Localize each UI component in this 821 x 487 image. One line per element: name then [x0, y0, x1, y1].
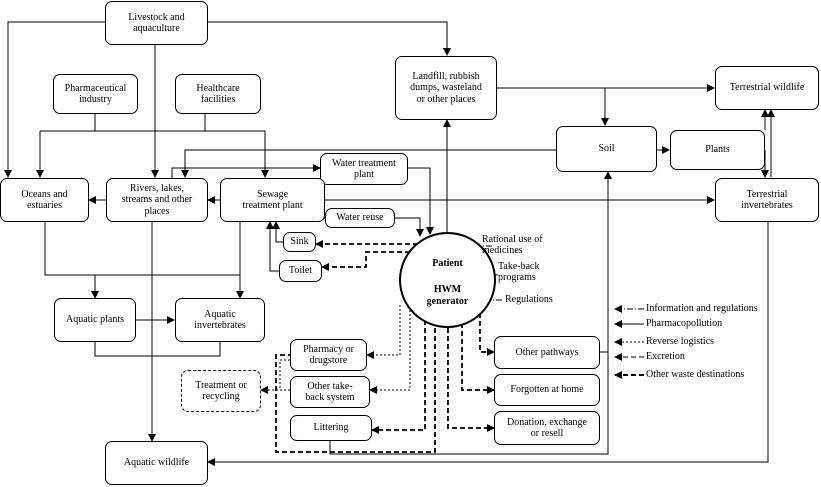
- pharmacopollution-arrow: [329, 352, 609, 455]
- node-treatment-recycling: Treatment or recycling: [181, 370, 261, 412]
- generator-subtitle: HWM generator: [426, 284, 469, 307]
- node-sewage: Sewage treatment plant: [220, 178, 325, 222]
- pharmacopollution-arrow: [171, 164, 321, 178]
- patient-hwm-generator: Patient HWM generator: [399, 232, 496, 328]
- node-other-pathways: Other pathways: [494, 336, 600, 369]
- node-other-takeback: Other take- back system: [290, 376, 370, 408]
- node-toilet: Toilet: [279, 260, 322, 282]
- node-donation: Donation, exchange or resell: [494, 411, 600, 445]
- generator-title: Patient: [432, 258, 463, 269]
- node-forgotten-at-home: Forgotten at home: [494, 374, 600, 406]
- pharmacopollution-arrow: [4, 21, 105, 178]
- node-landfill: Landfill, rubbish dumps, wasteland or ot…: [395, 56, 497, 120]
- reverse-logistics-arrow: [366, 305, 401, 359]
- input-regulations: Regulations: [505, 294, 553, 305]
- pharmacopollution-arrow: [266, 221, 279, 272]
- legend-excretion-label: Excretion: [646, 351, 685, 362]
- input-rational-use: Rational use of medicines: [482, 234, 543, 256]
- node-plants: Plants: [670, 130, 765, 170]
- input-takeback: Take-back programs: [498, 261, 540, 283]
- pharmacopollution-arrow: [207, 222, 769, 466]
- node-soil: Soil: [556, 126, 657, 172]
- node-sink: Sink: [283, 232, 316, 252]
- reverse-logistics-arrow: [279, 359, 290, 390]
- node-water-treatment: Water treatment plant: [320, 153, 408, 185]
- excretion-arrow: [321, 251, 410, 271]
- pharmacopollution-arrow: [94, 342, 221, 357]
- node-aquatic-wildlife: Aquatic wildlife: [105, 441, 208, 485]
- node-littering: Littering: [290, 415, 372, 441]
- node-oceans: Oceans and estuaries: [0, 178, 89, 222]
- pharmacopollution-arrow: [272, 221, 283, 243]
- node-terrestrial-invertebrates: Terrestrial invertebrates: [715, 178, 819, 222]
- pharmacopollution-arrow: [208, 21, 451, 56]
- node-aquatic-invertebrates: Aquatic invertebrates: [175, 298, 265, 342]
- node-healthcare-facilities: Healthcare facilities: [175, 74, 261, 114]
- node-water-reuse: Water reuse: [325, 208, 395, 228]
- node-pharmacy: Pharmacy or drugstore: [290, 339, 367, 371]
- node-aquatic-plants: Aquatic plants: [54, 298, 136, 342]
- other-waste-arrow: [461, 315, 495, 394]
- legend-info-label: Information and regulations: [646, 303, 758, 314]
- excretion-arrow: [371, 312, 426, 434]
- legend-other-label: Other waste destinations: [646, 369, 745, 380]
- other-waste-arrow: [275, 320, 436, 453]
- pharmacopollution-arrow: [408, 167, 434, 235]
- other-waste-arrow: [479, 305, 495, 356]
- node-rivers: Rivers, lakes, streams and other places: [106, 178, 208, 222]
- pharmacopollution-arrow: [44, 222, 240, 276]
- other-waste-arrow: [447, 320, 495, 432]
- node-livestock: Livestock and aquaculture: [105, 1, 208, 45]
- pharmacopollution-arrow: [600, 171, 612, 353]
- node-pharmaceutical-industry: Pharmaceutical industry: [53, 74, 138, 114]
- legend-reverse-label: Reverse logistics: [646, 336, 715, 347]
- node-terrestrial-wildlife: Terrestrial wildlife: [715, 66, 819, 110]
- reverse-logistics-arrow: [369, 310, 411, 394]
- legend-pharmacopollution-label: Pharmacopollution: [646, 318, 723, 329]
- pharmacopollution-arrow: [395, 217, 424, 237]
